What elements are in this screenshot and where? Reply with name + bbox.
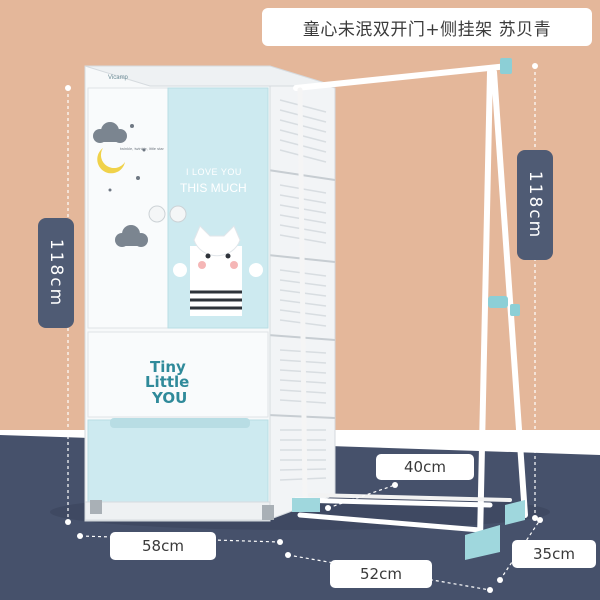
- product-title: 童心未泯双开门+侧挂架 苏贝青: [262, 8, 592, 46]
- cat-illustration: [173, 225, 263, 316]
- cabinet-front: [84, 65, 336, 522]
- height-right-text: 118cm: [525, 170, 546, 240]
- height-label-left: 118cm: [38, 218, 74, 328]
- middle-drawer: [87, 331, 269, 418]
- rack-depth-label: 35cm: [512, 540, 596, 568]
- moon-icon: [97, 148, 125, 174]
- drawer-text-line3: YOU: [151, 389, 187, 407]
- rack-top-width-label: 40cm: [376, 454, 474, 480]
- door-text-line2: THIS MUCH: [180, 181, 247, 195]
- twinkle-text: twinkle, twinkle, little star: [120, 146, 164, 151]
- brand-logo-text: Vicamp: [108, 75, 129, 81]
- left-door-knob: [148, 205, 166, 223]
- drawer-text-line2: Little: [145, 373, 189, 391]
- bottom-drawer: [87, 419, 269, 503]
- hanging-rack: [292, 58, 528, 560]
- rack-bottom-width-label: 52cm: [330, 560, 432, 588]
- width-cabinet-label: 58cm: [110, 532, 216, 560]
- cloud-icon-bottom: [115, 225, 148, 247]
- door-text-line1: I LOVE YOU: [186, 167, 242, 177]
- star-icons: [108, 124, 146, 192]
- height-label-right: 118cm: [517, 150, 553, 260]
- height-left-text: 118cm: [46, 238, 67, 308]
- cloud-icon-top: [93, 122, 127, 143]
- drawer-text-line1: Tiny: [150, 358, 186, 376]
- right-door-knob: [169, 205, 187, 223]
